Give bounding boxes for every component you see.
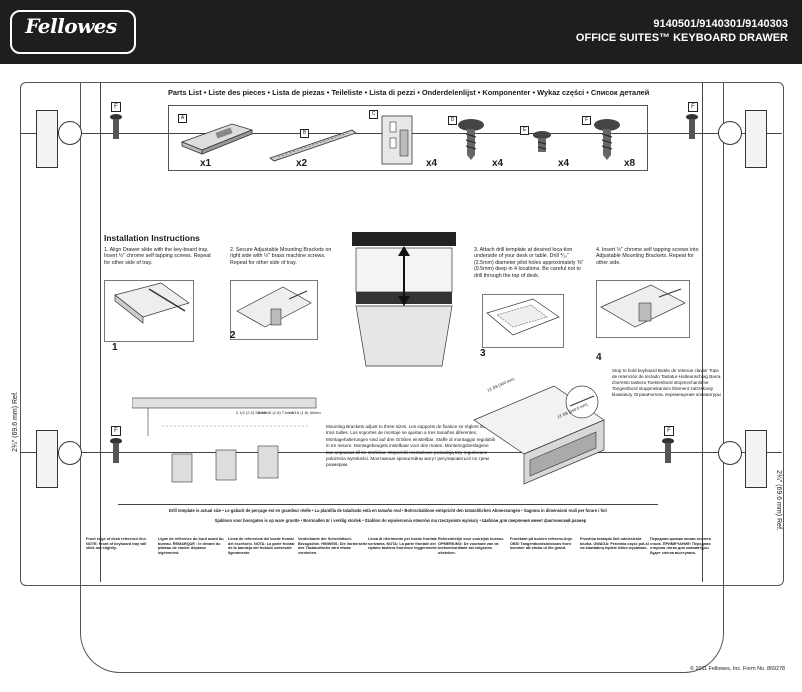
step-4-text: 4. Insert ½" chrome self tapping screws … bbox=[596, 247, 699, 266]
front-edge-note: Przednia krawędź linii odniesienia biurk… bbox=[580, 537, 649, 551]
front-edge-note: Front edge of desk reference line. NOTE:… bbox=[86, 537, 147, 551]
part-label-c: C bbox=[369, 110, 378, 119]
part-qty-a: x1 bbox=[200, 158, 212, 169]
bracket-top-right bbox=[745, 110, 767, 168]
front-edge-note: Línea de referencia del borde frontal de… bbox=[228, 537, 295, 555]
front-edge-note: Vorderkante der Schreibtisch-Bezugslinie… bbox=[298, 537, 368, 555]
step-1-text: 1. Align Drawer slide with the key-board… bbox=[104, 247, 211, 266]
screw-f-illustration bbox=[594, 119, 620, 160]
part-qty-e: x4 bbox=[558, 158, 570, 169]
drawer-height-illustration bbox=[352, 232, 456, 367]
copyright-text: © 2011 Fellowes, Inc. Form No. 869278 bbox=[690, 666, 785, 672]
ref-dimension-left: 2¾" (69.6 mm) Ref. bbox=[12, 391, 19, 452]
step-2-text: 2. Secure Adjustable Mounting Brackets o… bbox=[230, 247, 332, 266]
part-qty-c: x4 bbox=[426, 158, 438, 169]
step-1-number: 1 bbox=[112, 342, 118, 353]
desk-outline bbox=[80, 82, 724, 673]
screw-e-illustration bbox=[533, 131, 551, 152]
front-edge-note: Передняя кромка линии отсчета стола. ПРИ… bbox=[650, 537, 711, 555]
step-4-figure bbox=[596, 280, 690, 338]
part-qty-d: x4 bbox=[492, 158, 504, 169]
part-qty-f: x8 bbox=[624, 158, 636, 169]
logo-frame bbox=[10, 10, 136, 54]
front-edge-note: Ligne de référence du bord avant du bure… bbox=[158, 537, 224, 555]
step-2-number: 2 bbox=[230, 330, 236, 341]
part-label-f: F bbox=[111, 102, 121, 112]
guide-line-right bbox=[702, 82, 703, 582]
fellowes-logo: Fellowes bbox=[25, 14, 117, 38]
drawer-installed-illustration bbox=[473, 385, 605, 485]
bracket-size-diagram bbox=[132, 397, 317, 483]
front-edge-note: Linea di riferimento per bordo frontale … bbox=[368, 537, 438, 551]
keyboard-stop-legend: Stop to hold keyboard Butée de retenue c… bbox=[612, 368, 721, 397]
drill-hole-top-left bbox=[58, 121, 82, 145]
drawer-slide-illustration bbox=[180, 123, 254, 155]
drill-hole-bottom-right bbox=[718, 441, 742, 465]
drill-hole-bottom-left bbox=[58, 441, 82, 465]
step-2-figure bbox=[230, 280, 318, 340]
header-band bbox=[0, 0, 802, 64]
model-numbers: 9140501/9140301/9140303 bbox=[653, 18, 788, 30]
step-4-number: 4 bbox=[596, 352, 602, 363]
part-label-a: A bbox=[178, 114, 187, 123]
screw-d-illustration bbox=[458, 119, 484, 160]
bracket-bottom-right bbox=[745, 430, 767, 488]
adjustable-bracket-illustration bbox=[381, 115, 413, 165]
part-label-f: F bbox=[582, 116, 591, 125]
step-3-number: 3 bbox=[480, 348, 486, 359]
part-label-e: E bbox=[520, 126, 529, 135]
screw-icon bbox=[110, 438, 122, 463]
screw-icon bbox=[662, 438, 674, 463]
part-qty-b: x2 bbox=[296, 158, 308, 169]
actual-size-note-line2: Sjabloon voor boorgaten is op ware groot… bbox=[214, 518, 587, 523]
footer-divider bbox=[118, 504, 658, 505]
part-label-f: F bbox=[664, 426, 674, 436]
part-label-f: F bbox=[688, 102, 698, 112]
screw-icon bbox=[686, 114, 698, 139]
product-name: OFFICE SUITES™ KEYBOARD DRAWER bbox=[575, 32, 788, 44]
bracket-top-left bbox=[36, 110, 58, 168]
ref-dimension-right: 2¾" (69.6 mm) Ref. bbox=[775, 470, 782, 531]
bracket-bottom-left bbox=[36, 430, 58, 488]
dimension-label: 2 13/16 (1.6) 71mm bbox=[258, 410, 293, 415]
drill-hole-top-right bbox=[718, 121, 742, 145]
guide-line-left bbox=[100, 82, 101, 582]
parts-list-frame bbox=[168, 105, 648, 171]
screw-icon bbox=[110, 114, 122, 139]
step-3-text: 3. Attach drill template at desired loca… bbox=[474, 247, 584, 279]
parts-list-title: Parts List • Liste des pieces • Lista de… bbox=[168, 88, 650, 97]
part-label-d: D bbox=[448, 116, 457, 125]
mounting-rail-illustration bbox=[269, 129, 357, 162]
step-3-figure bbox=[482, 294, 564, 348]
step-1-figure bbox=[104, 280, 194, 342]
installation-title: Installation Instructions bbox=[104, 233, 200, 243]
bracket-adjust-note: Mounting Brackets adjust to three sizes.… bbox=[326, 424, 495, 468]
drill-template-border bbox=[20, 82, 784, 586]
actual-size-note-line1: Drill template is actual size • Le gabar… bbox=[168, 508, 608, 513]
drill-line-bottom bbox=[20, 452, 782, 453]
dimension-label: 2 1/2 (2.2) 58mm bbox=[236, 410, 267, 415]
front-edge-note: Frontkant på borden referens-linje. OBS!… bbox=[510, 537, 573, 551]
dimension-label: 1 3/16 (1.6) 40mm bbox=[288, 410, 321, 415]
part-label-b: B bbox=[300, 129, 309, 138]
front-edge-note: Referentielijn voor voorzijde bureau. OP… bbox=[438, 537, 504, 555]
part-label-f: F bbox=[111, 426, 121, 436]
